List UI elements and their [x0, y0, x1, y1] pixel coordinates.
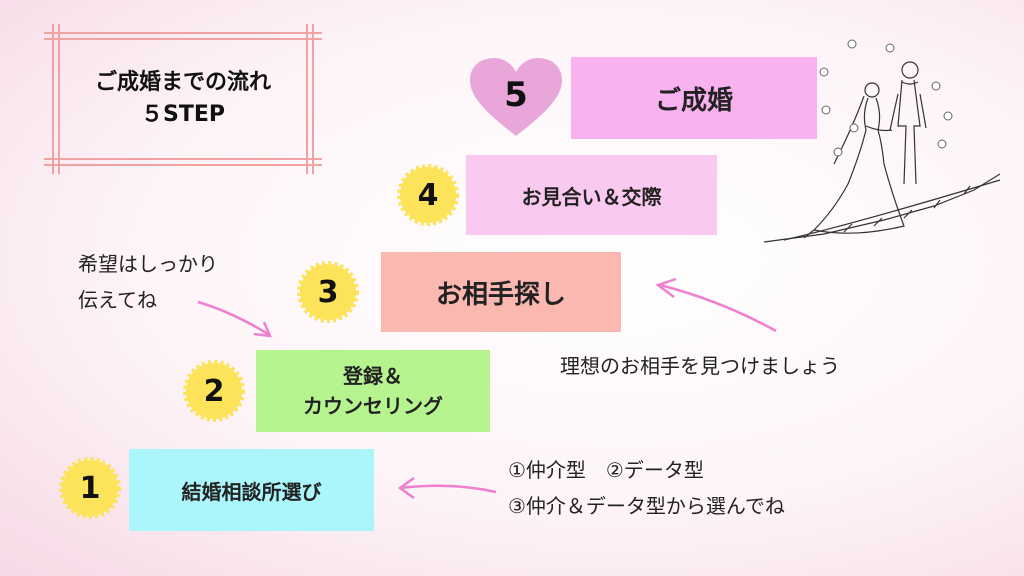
title-frame: ご成婚までの流れ ５STEP: [44, 24, 322, 174]
step-3-badge: 3: [296, 260, 360, 324]
step-2-number: 2: [203, 373, 225, 409]
scalloped-badge-icon: [397, 164, 459, 226]
step-2-label-line-2: カウンセリング: [303, 394, 443, 418]
arrow-to-step-2-icon: [197, 300, 273, 338]
step-2-badge: 2: [182, 359, 246, 423]
step-2-label-line-1: 登録＆: [343, 364, 403, 388]
step-2-box: 登録＆ カウンセリング: [256, 350, 490, 432]
hope-note: 希望はしっかり 伝えてね: [78, 246, 218, 318]
step-5-heart-badge: 5: [468, 56, 564, 140]
step-4-label: お見合い＆交際: [521, 184, 662, 209]
arrow-to-step-3-icon: [655, 277, 777, 333]
find-partner-text: 理想のお相手を見つけましょう: [560, 354, 840, 378]
heart-icon: [470, 58, 562, 136]
types-note-line-2: ③仲介＆データ型から選んでね: [508, 494, 785, 518]
hope-note-line-1: 希望はしっかり: [78, 252, 218, 276]
page-title: ご成婚までの流れ ５STEP: [44, 24, 322, 174]
scalloped-badge-icon: [297, 261, 359, 323]
title-line-1: ご成婚までの流れ: [94, 70, 271, 95]
step-5-box: ご成婚: [571, 57, 817, 139]
step-1-box: 結婚相談所選び: [129, 449, 374, 531]
step-3-number: 3: [317, 274, 339, 310]
step-4-badge: 4: [396, 163, 460, 227]
step-1-label: 結婚相談所選び: [181, 479, 322, 504]
step-1-badge: 1: [58, 456, 122, 520]
step-3-label: お相手探し: [435, 279, 566, 310]
wedding-couple-illustration: [764, 39, 1001, 243]
title-line-2: ５STEP: [140, 102, 225, 127]
arrow-to-step-1-icon: [397, 476, 497, 500]
find-partner-note: 理想のお相手を見つけましょう: [560, 348, 840, 384]
step-4-box: お見合い＆交際: [466, 155, 717, 235]
hope-note-line-2: 伝えてね: [78, 288, 157, 312]
scalloped-badge-icon: [59, 457, 121, 519]
types-note-line-1: ①仲介型 ②データ型: [508, 458, 704, 482]
step-5-label: ご成婚: [654, 85, 733, 116]
step-4-number: 4: [417, 177, 439, 213]
step-3-box: お相手探し: [381, 252, 621, 332]
step-5-number: 5: [504, 75, 528, 115]
types-note: ①仲介型 ②データ型 ③仲介＆データ型から選んでね: [508, 452, 785, 524]
scalloped-badge-icon: [183, 360, 245, 422]
step-1-number: 1: [79, 470, 101, 506]
